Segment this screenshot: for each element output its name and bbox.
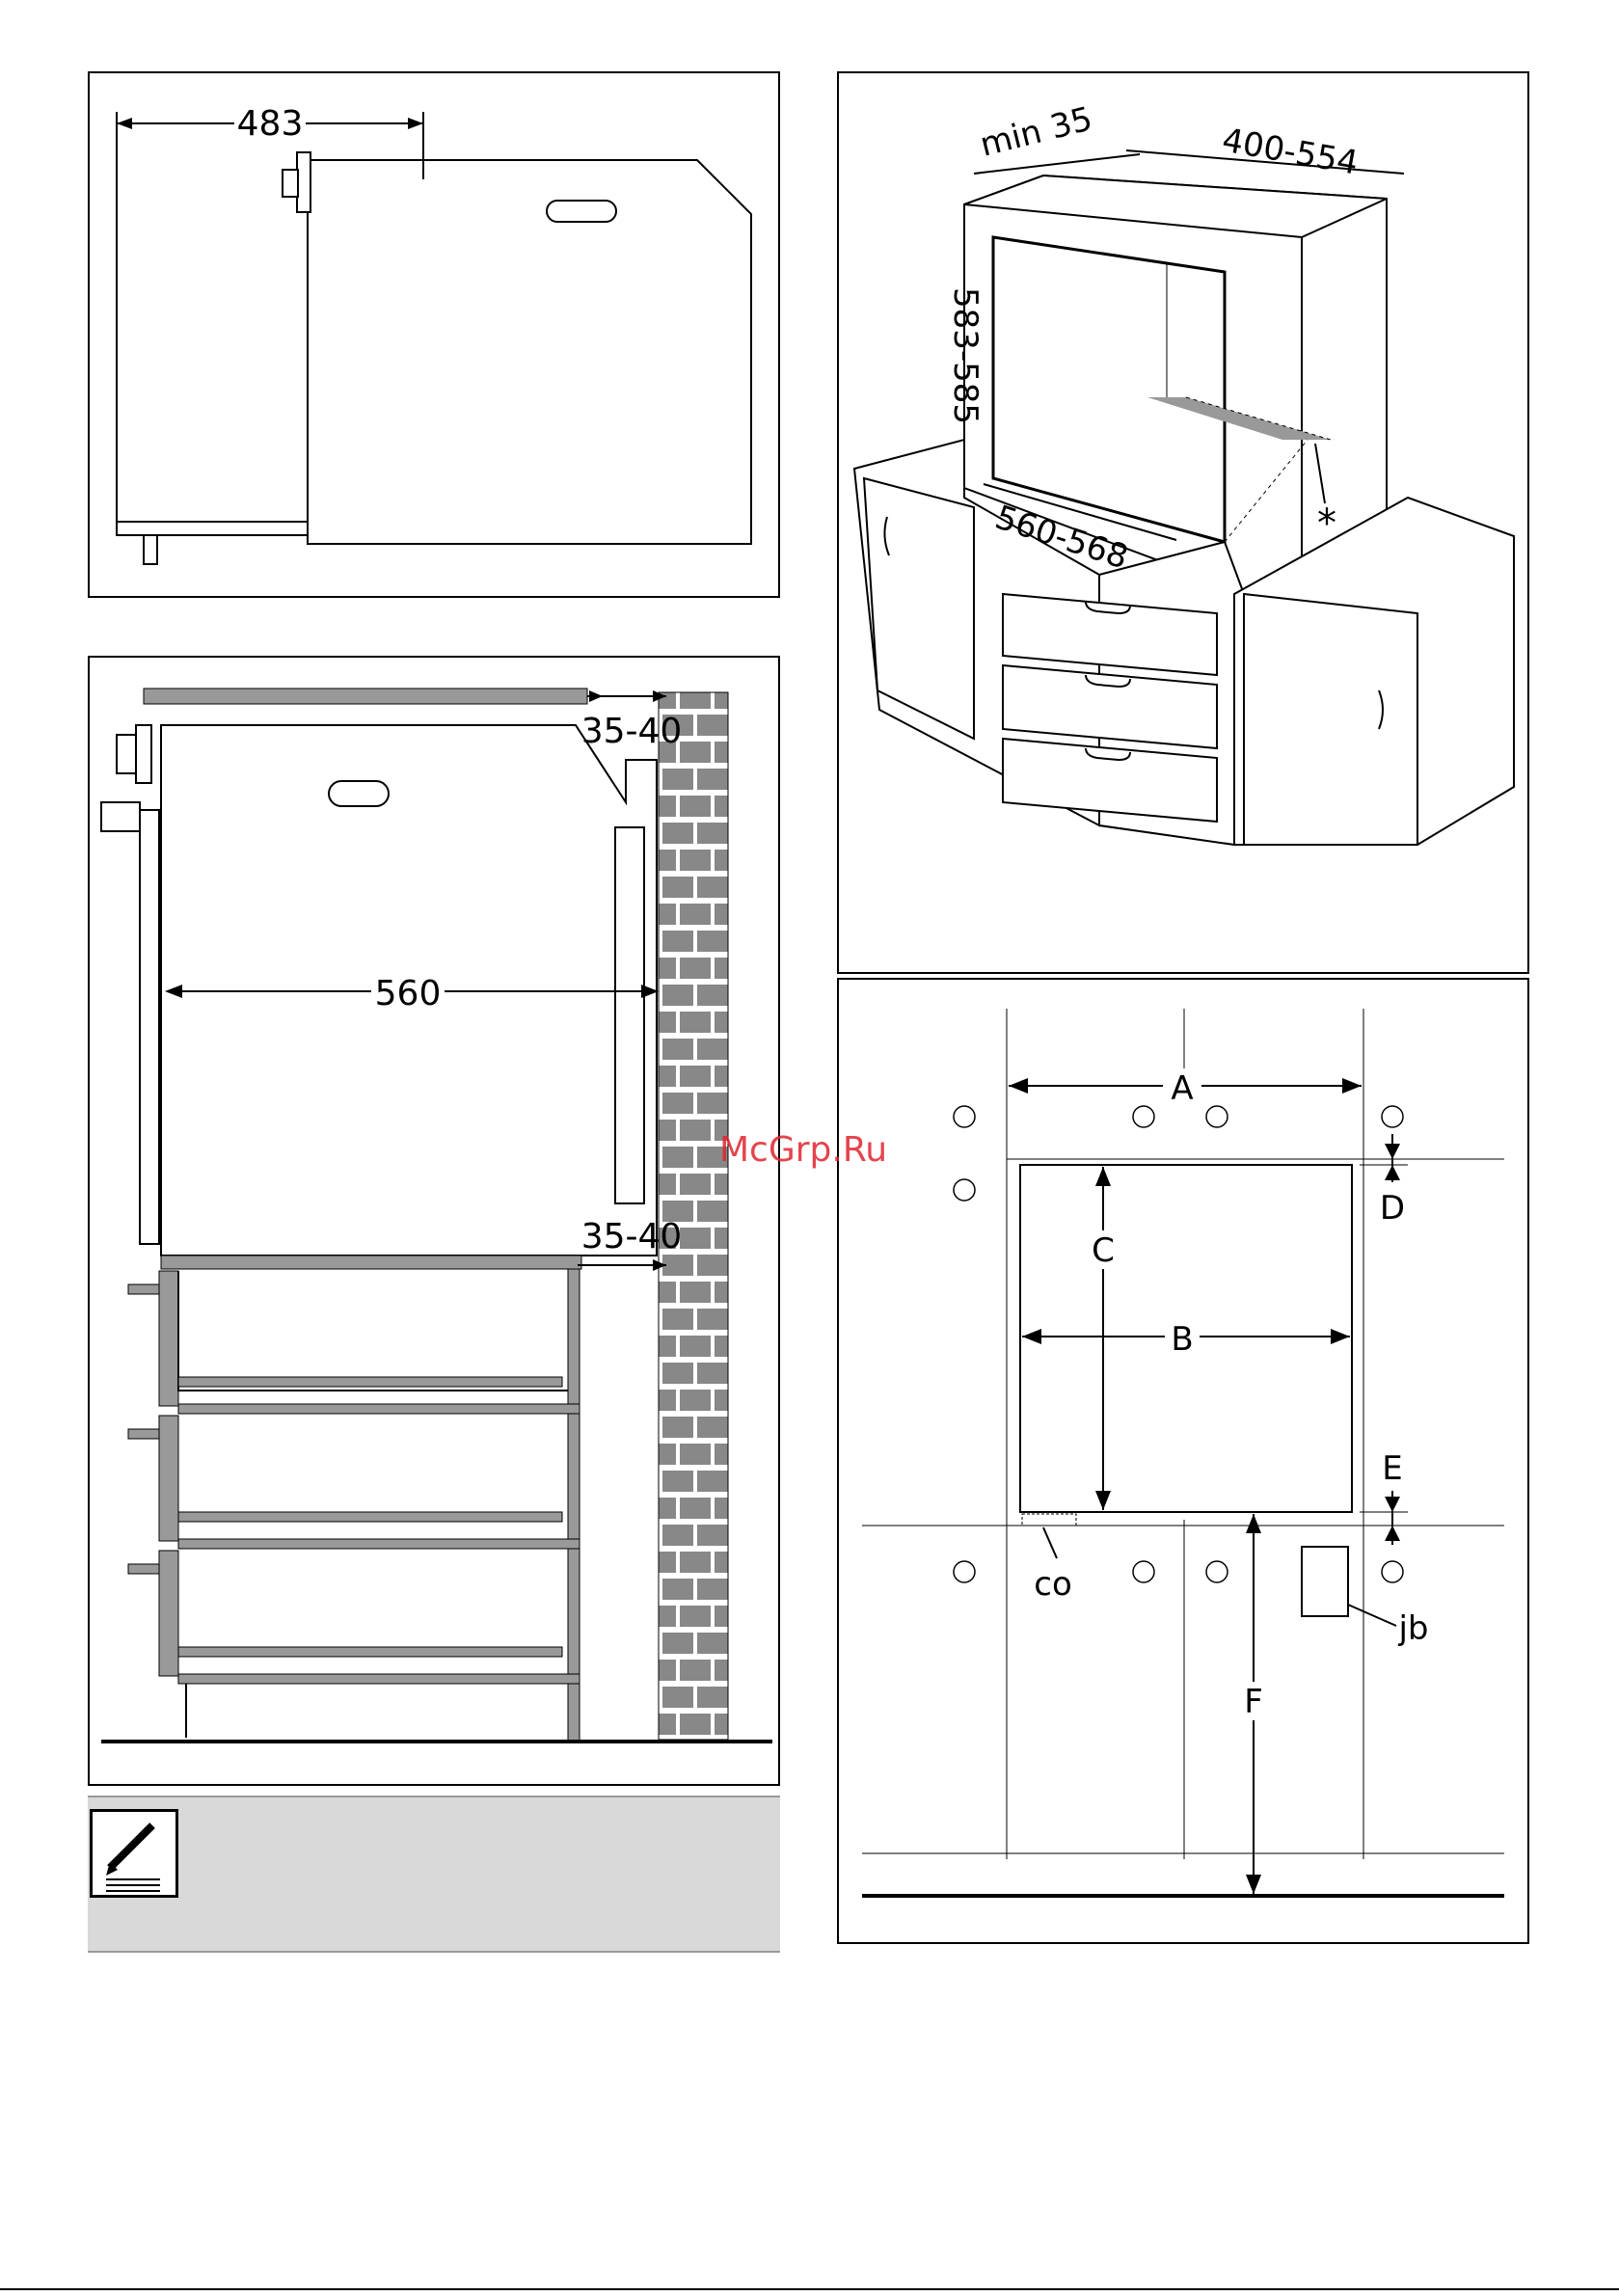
marker-asterisk: * [1317, 501, 1336, 546]
pencil-note-icon [90, 1809, 178, 1898]
dim-gap-top-label: 35-40 [581, 712, 683, 751]
dim-min-label: min 35 [977, 99, 1096, 164]
dim-depth-label: 483 [237, 104, 304, 144]
dim-height-range-label: 583-585 [946, 287, 985, 424]
panel-niche-3d: min 35 400-554 583-585 560-568 * [837, 71, 1529, 974]
drawer-fronts [1003, 594, 1217, 822]
label-c: C [1092, 1231, 1115, 1270]
watermark: McGrp.Ru [719, 1130, 887, 1170]
panel-wall-layout: A B C D E F co jb [837, 978, 1529, 1944]
label-jb: jb [1397, 1609, 1428, 1648]
panel-section: 35-40 560 35-40 [88, 656, 780, 1786]
dim-width-label: 560 [375, 974, 442, 1013]
label-d: D [1380, 1189, 1405, 1228]
panel-side-depth: 483 [88, 71, 780, 598]
label-co: co [1034, 1565, 1072, 1604]
dim-gap-mid-label: 35-40 [581, 1217, 683, 1256]
label-b: B [1171, 1320, 1193, 1359]
label-e: E [1382, 1449, 1402, 1488]
side-depth-drawing: 483 [90, 73, 782, 600]
niche-3d-drawing: min 35 400-554 583-585 560-568 * [839, 73, 1531, 976]
drawer-stack [128, 1269, 580, 1742]
wall-layout-drawing: A B C D E F co jb [839, 980, 1531, 1946]
label-a: A [1171, 1069, 1193, 1108]
section-drawing: 35-40 560 35-40 [90, 658, 782, 1788]
note-box [88, 1796, 780, 1953]
dim-depth-range-label: 400-554 [1219, 121, 1361, 182]
label-f: F [1244, 1683, 1263, 1721]
bottom-rule [0, 2288, 1619, 2290]
